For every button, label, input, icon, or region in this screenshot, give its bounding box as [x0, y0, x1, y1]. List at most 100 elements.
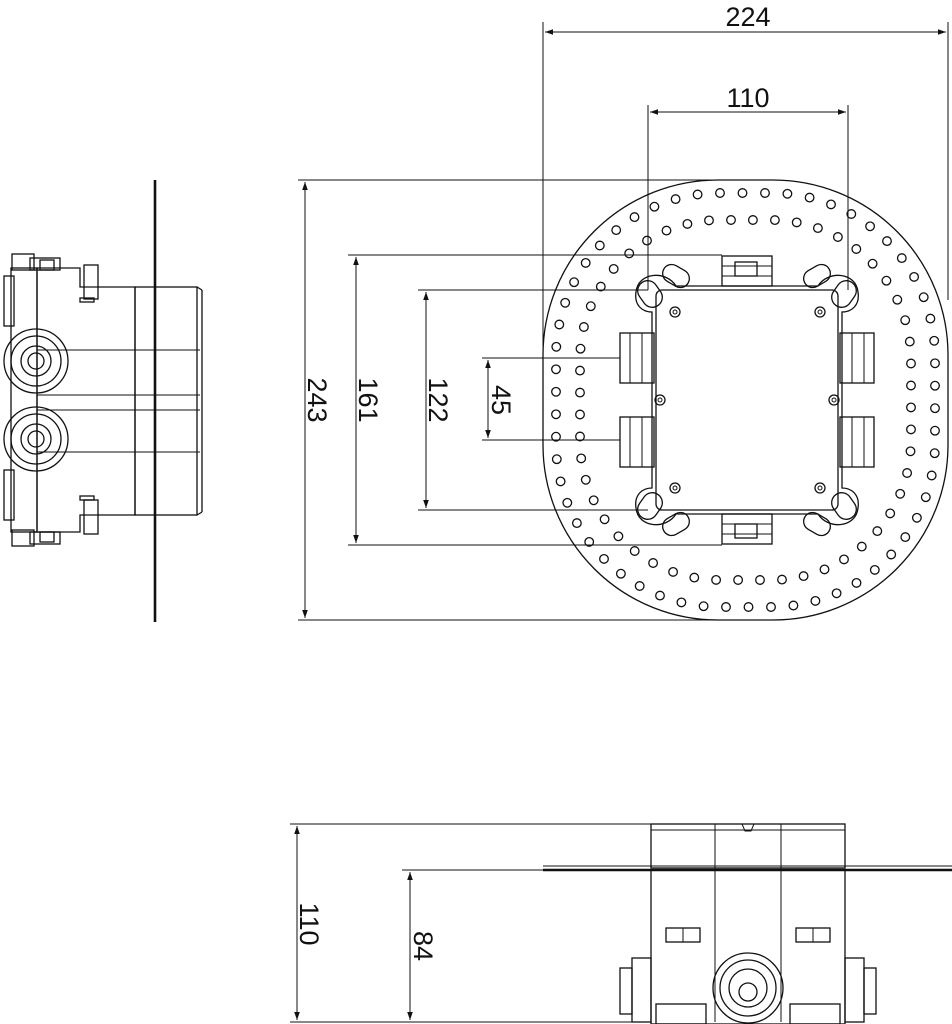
plate-hole [595, 281, 606, 292]
side-port-bottom [3, 406, 69, 472]
plate-hole [812, 223, 823, 234]
plate-hole [826, 199, 836, 210]
plate-hole [580, 474, 591, 485]
plate-hole [929, 448, 940, 459]
bottom-port [712, 952, 784, 1024]
side-body [36, 267, 136, 533]
front-port-right-upper [839, 332, 875, 384]
plate-hole [819, 564, 830, 575]
bottom-dimensions: 110 84 [290, 823, 651, 1023]
front-port-bottom [721, 513, 773, 545]
plate-hole [881, 275, 892, 286]
plate-hole [580, 257, 591, 268]
plate-hole [832, 232, 843, 242]
plate-hole [810, 595, 821, 606]
side-body-left [10, 267, 38, 533]
plate-hole [608, 263, 619, 274]
dim-label-110-depth: 110 [294, 902, 324, 945]
plate-hole [642, 235, 652, 246]
plate-hole [555, 476, 566, 487]
bottom-sleeve [650, 823, 846, 869]
plate-hole [769, 215, 780, 226]
plate-hole [551, 341, 562, 352]
plate-hole [900, 315, 911, 326]
plate-hole [560, 297, 571, 308]
dim-label-161: 161 [353, 377, 383, 422]
plate-hole [930, 358, 940, 369]
plate-hole [551, 454, 562, 465]
plate-hole [906, 380, 916, 391]
plate-hole [925, 313, 936, 324]
plate-hole [885, 508, 896, 519]
plate-hole [711, 574, 722, 585]
plate-hole [704, 215, 714, 226]
valve-body [655, 289, 839, 511]
plate-hole [909, 271, 920, 282]
plate-hole [682, 218, 693, 229]
plate-hole [926, 470, 937, 481]
plate-hole [615, 568, 626, 579]
side-port-top [3, 328, 69, 394]
plate-hole [929, 335, 940, 346]
plate-hole [554, 319, 565, 330]
plate-hole [911, 512, 922, 523]
plate-hole [920, 492, 931, 503]
plate-hole [668, 566, 679, 577]
plate-hole [575, 343, 586, 354]
plate-hole [551, 431, 561, 442]
dim-label-110-bracket: 110 [726, 83, 769, 113]
side-cap-bottom [83, 499, 99, 535]
plate-hole [743, 602, 754, 612]
plate-hole [571, 518, 582, 529]
plate-hole [851, 244, 862, 254]
plate-hole [721, 602, 731, 612]
front-port-left-lower [619, 416, 655, 468]
plate-hole [715, 188, 725, 198]
plate-hole [918, 292, 929, 303]
plate-hole [760, 188, 770, 198]
plate-hole [726, 215, 736, 225]
plate-hole [599, 553, 609, 564]
plate-hole [575, 387, 585, 398]
plate-hole [755, 575, 765, 585]
plate-hole [788, 600, 799, 611]
front-port-right-lower [839, 416, 875, 468]
bottom-view [543, 823, 952, 1024]
plate-hole [882, 236, 892, 247]
front-port-left-upper [619, 332, 655, 384]
plate-hole [906, 402, 916, 413]
plate-hole [777, 574, 787, 585]
plate-hole [846, 209, 857, 219]
plate-hole [782, 188, 793, 199]
plate-hole [649, 201, 660, 212]
plate-hole [856, 541, 867, 552]
front-port-top [721, 255, 773, 287]
dim-label-84: 84 [408, 931, 438, 961]
plate-hole [551, 364, 561, 375]
plate-hole [900, 532, 911, 543]
plate-hole [624, 248, 635, 259]
plate-hole [551, 386, 561, 397]
plate-hole [896, 253, 907, 264]
plate-hole [692, 189, 703, 200]
bottom-body [650, 869, 846, 1024]
plate-hole [902, 468, 913, 478]
plate-hole [629, 212, 640, 223]
plate-hole [611, 225, 622, 236]
plate-hole [562, 497, 573, 508]
plate-hole [906, 424, 916, 435]
plate-hole [831, 588, 842, 599]
plate-hole [737, 188, 748, 198]
plate-hole [839, 554, 849, 565]
plate-hole [766, 602, 776, 612]
plate-hole [575, 431, 585, 442]
plate-hole [578, 322, 589, 332]
cover-plate-holes [551, 188, 940, 612]
front-view [542, 179, 949, 621]
plate-hole [865, 221, 876, 232]
plate-hole [661, 225, 672, 236]
plate-hole [930, 403, 940, 414]
side-cap-top [83, 264, 99, 300]
plate-hole [851, 577, 862, 588]
